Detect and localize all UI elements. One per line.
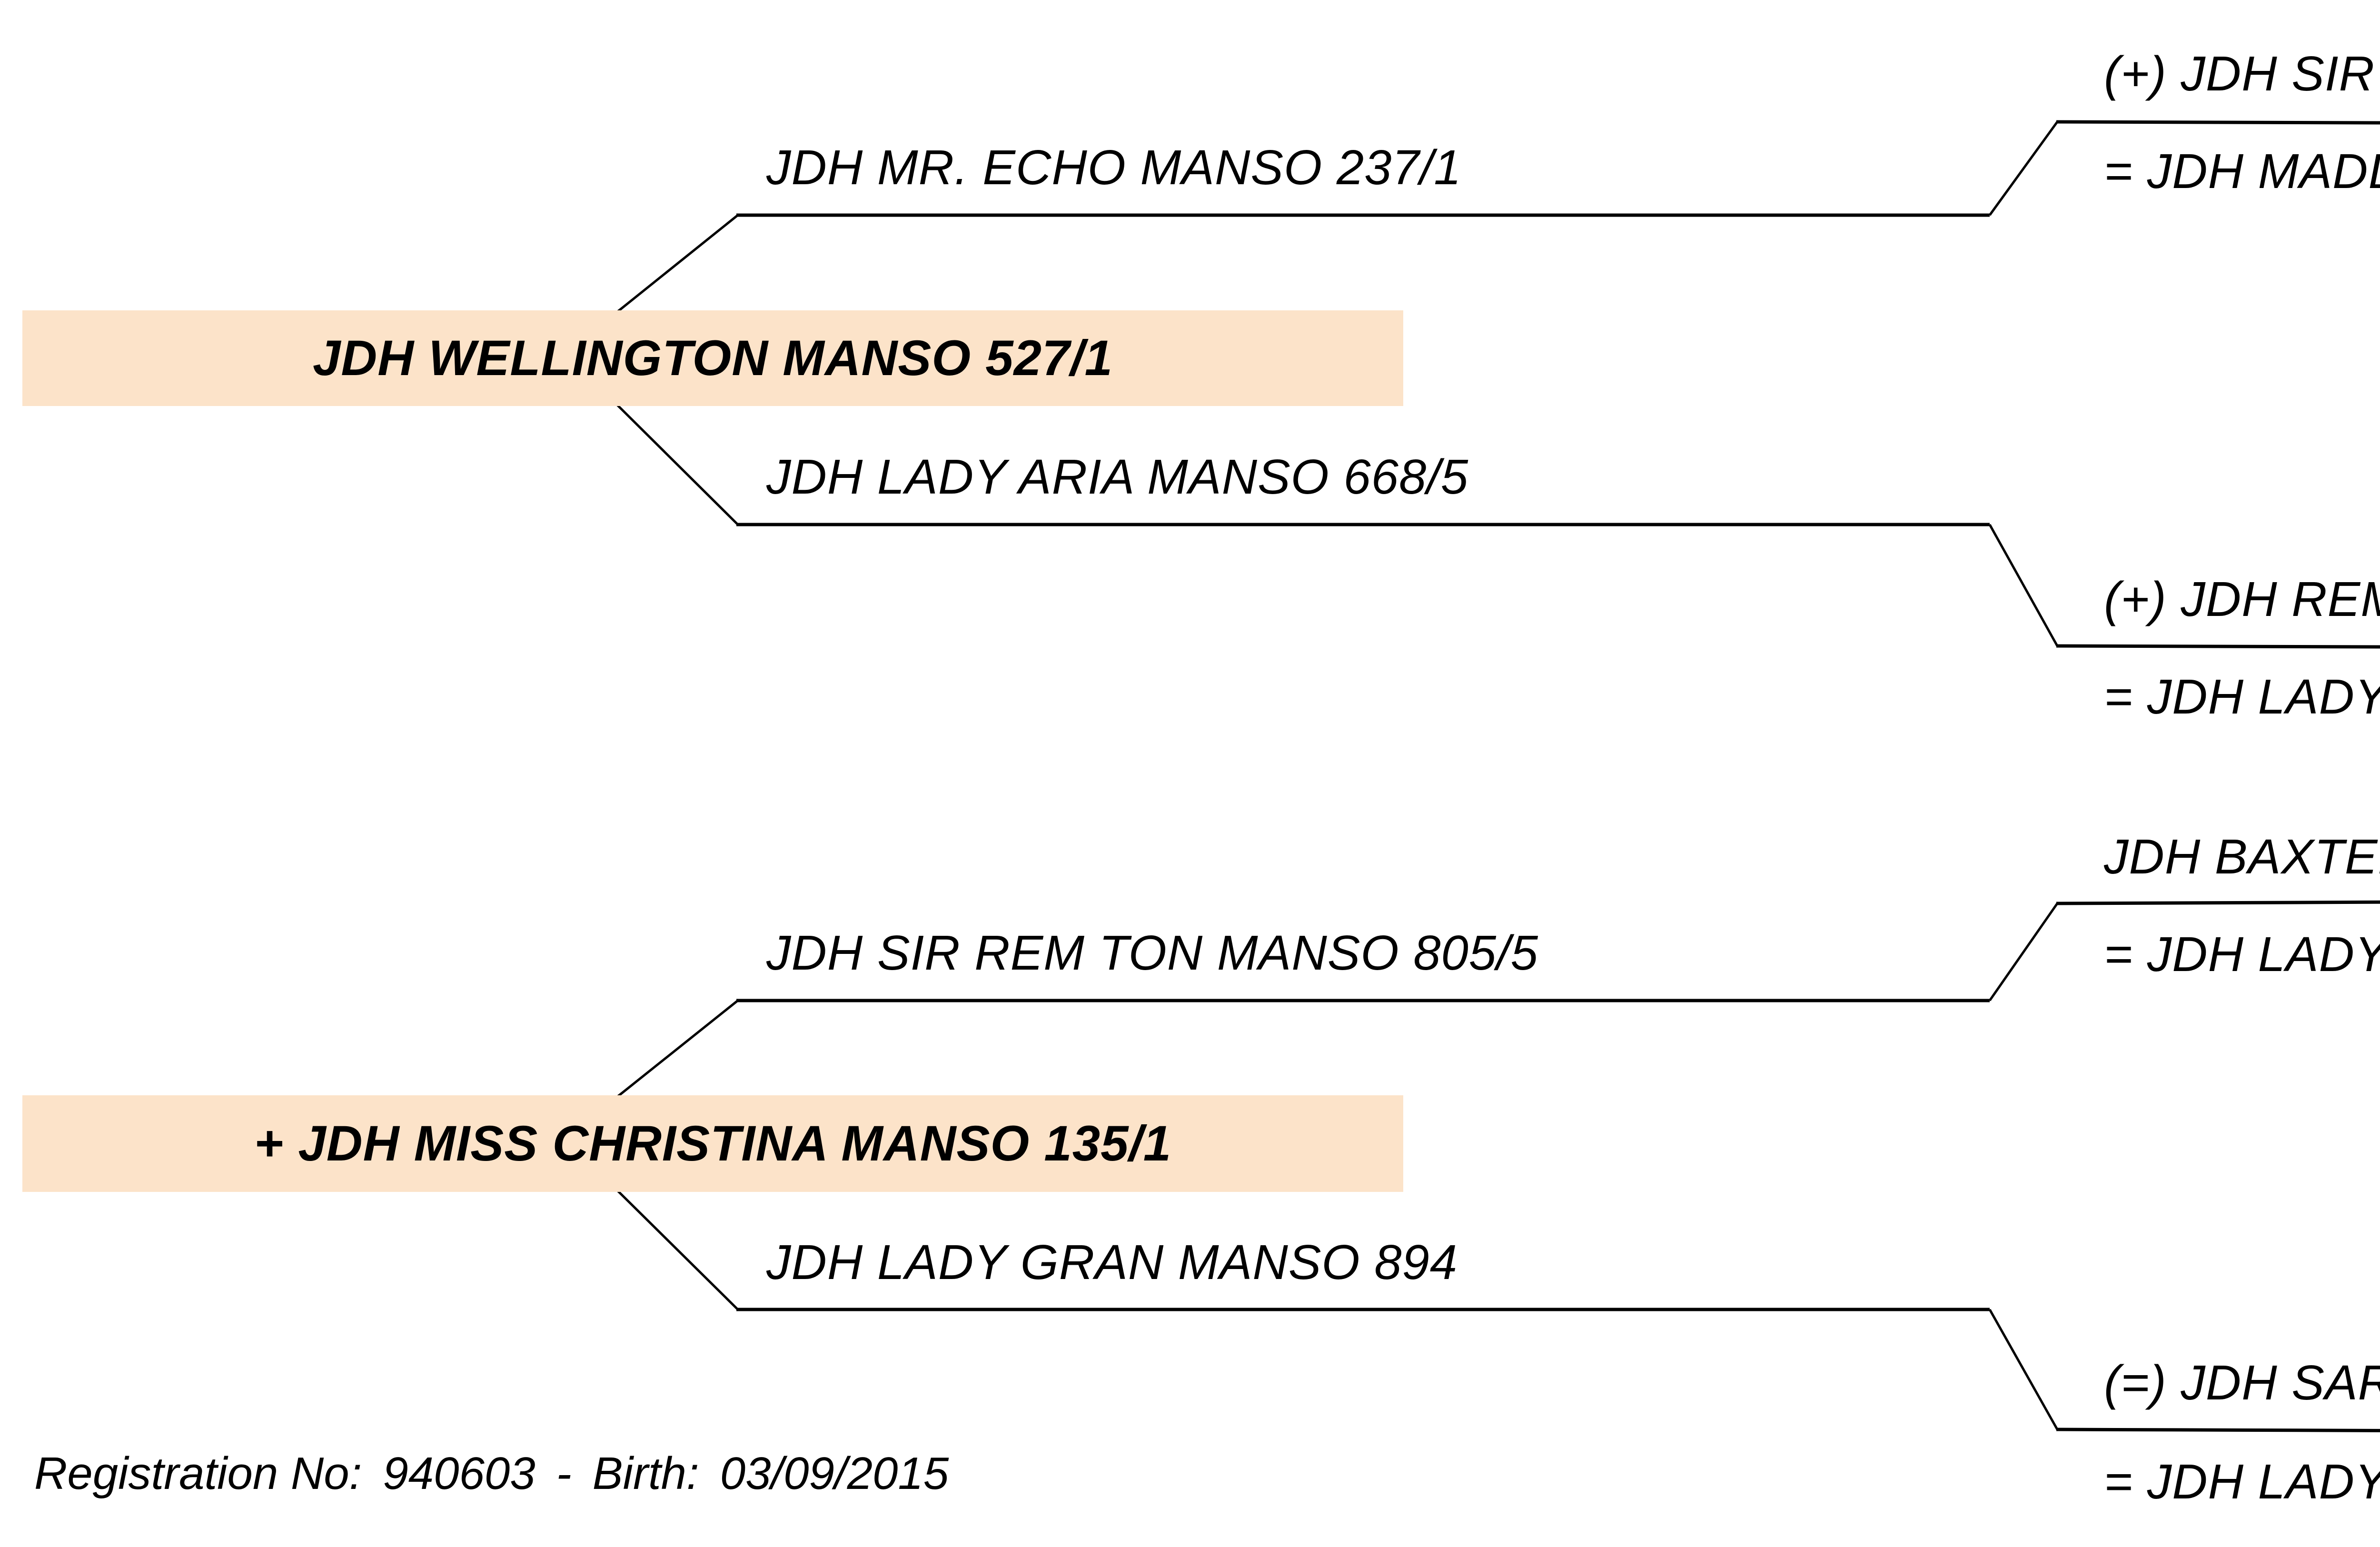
registration-label: Registration No: — [34, 1448, 362, 1499]
footer-separator: - — [556, 1448, 572, 1499]
diagonal-dambox-to-dam — [616, 1190, 739, 1310]
dam-dam-pair-line — [2056, 1428, 2380, 1432]
sire-sire-name: JDH MR. ECHO MANSO 237/1 — [766, 140, 1462, 195]
sire-sire-dam-name: = JDH MADDIE REM MANSO 28/1 — [2104, 144, 2380, 198]
registration-number: 940603 — [383, 1448, 536, 1499]
birth-date: 03/09/2015 — [720, 1448, 949, 1499]
diagonal-dam-sire-up — [1988, 902, 2059, 1002]
registration-footer: Registration No: 940603 - Birth: 03/09/2… — [34, 1451, 949, 1497]
diagonal-sire-sire-up — [1988, 121, 2059, 216]
diagonal-dambox-to-sire — [616, 1000, 739, 1098]
sire-dam-name: JDH LADY ARIA MANSO 668/5 — [766, 449, 1469, 504]
sire-name: JDH WELLINGTON MANSO 527/1 — [313, 330, 1113, 386]
sire-dam-sire-name: (+) JDH REMINGTON MANSO 784/2 — [2104, 572, 2380, 626]
dam-name: + JDH MISS CHRISTINA MANSO 135/1 — [254, 1116, 1172, 1171]
dam-sire-sire-name: JDH BAXTER MANSO 188/5 — [2104, 829, 2380, 884]
diagonal-sirebox-to-sire — [616, 214, 739, 313]
birth-label: Birth: — [592, 1448, 699, 1499]
sire-sire-sire-name: (+) JDH SIR LIBERTY MANSO 847/5 — [2104, 46, 2380, 101]
dam-sire-dam-name: = JDH LADY EON MANSO 768/4 — [2104, 927, 2380, 982]
dam-dam-dam-name: = JDH LADY GRANDE MANSO 544 — [2104, 1454, 2380, 1509]
sire-node-box: JDH WELLINGTON MANSO 527/1 — [22, 310, 1403, 406]
dam-sire-pair-line — [2056, 900, 2380, 905]
diagonal-dam-dam-down — [1988, 1309, 2059, 1430]
sire-sire-pair-line — [2056, 120, 2380, 125]
diagonal-sire-dam-down — [1988, 524, 2059, 647]
dam-node-box: + JDH MISS CHRISTINA MANSO 135/1 — [22, 1095, 1403, 1192]
sire-dam-pair-line — [2056, 644, 2380, 649]
dam-dam-sire-name: (=) JDH SARASOTA MANSO 880/2 — [2104, 1355, 2380, 1410]
dam-sire-name: JDH SIR REM TON MANSO 805/5 — [766, 925, 1538, 980]
diagonal-sirebox-to-dam — [616, 404, 739, 526]
dam-dam-name: JDH LADY GRAN MANSO 894 — [766, 1235, 1458, 1289]
sire-dam-dam-name: = JDH LADY TARI MANSO 783/4 — [2104, 669, 2380, 724]
